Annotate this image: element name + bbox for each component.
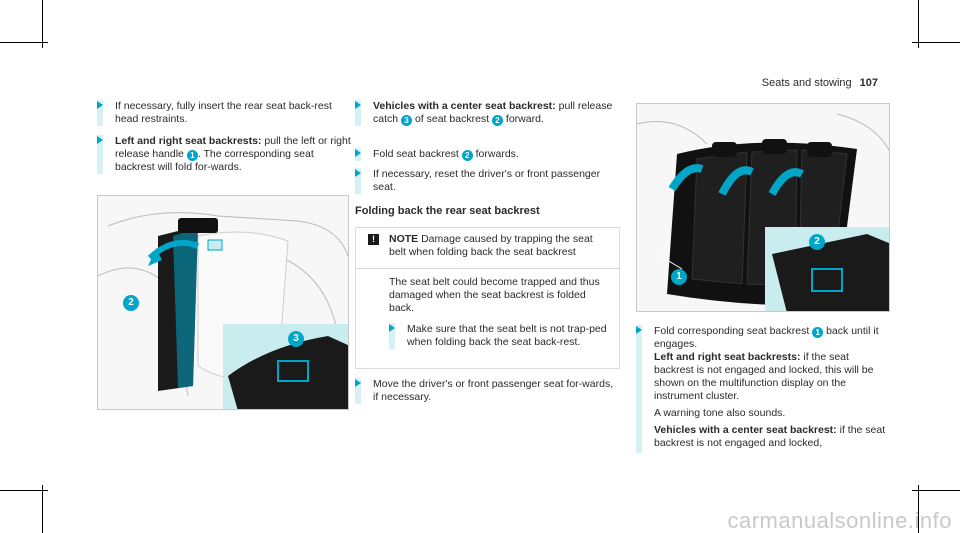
step-text: if the seat backrest is not engaged and … xyxy=(654,424,886,449)
crop-mark xyxy=(0,490,48,491)
bullet-arrow-icon xyxy=(355,169,361,177)
callout-badge: 1 xyxy=(812,327,824,338)
callout-badge: 2 xyxy=(492,115,503,126)
section-name: Seats and stowing xyxy=(761,77,852,89)
bullet-arrow-icon xyxy=(355,101,361,109)
page-header: Seats and stowing 107 xyxy=(762,77,878,90)
step-text: pull the left or right release handle xyxy=(115,135,351,160)
note-title: NOTE Damage caused by trapping the seat … xyxy=(389,233,609,259)
step-text: Move the driver's or front passenger sea… xyxy=(373,378,614,403)
step-text: of seat backrest xyxy=(414,113,490,125)
warning-icon: ! xyxy=(368,234,379,245)
note-body: The seat belt could become trapped and t… xyxy=(389,276,600,314)
figure-rear-seat-release: 2 3 xyxy=(97,195,349,410)
step-text: Fold seat backrest xyxy=(373,148,459,160)
bullet-arrow-icon xyxy=(97,136,103,144)
crop-mark xyxy=(918,0,919,48)
seat-illustration xyxy=(637,104,889,311)
step-text: . The corresponding seat backrest will f… xyxy=(115,148,314,173)
step-text: Make sure that the seat belt is not trap… xyxy=(407,323,607,348)
step-text: back until it engages. xyxy=(654,325,879,350)
callout-badge: 2 xyxy=(809,234,825,250)
bullet-arrow-icon xyxy=(389,324,395,332)
note-title-text: Damage caused by trapping the seat belt … xyxy=(389,233,593,258)
step-text: Fold corresponding seat backrest xyxy=(654,325,810,337)
note-header: ! NOTE Damage caused by trapping the sea… xyxy=(356,228,619,269)
instruction-step: Vehicles with a center seat backrest: pu… xyxy=(355,100,620,126)
bullet-arrow-icon xyxy=(636,326,642,334)
callout-badge: 2 xyxy=(123,295,139,311)
crop-mark xyxy=(42,485,43,533)
step-text: forwards. xyxy=(475,148,519,160)
callout-badge: 2 xyxy=(461,150,473,161)
note-label: NOTE xyxy=(389,233,419,245)
instruction-step: Fold corresponding seat backrest 1 back … xyxy=(636,325,890,453)
step-text: forward. xyxy=(505,113,544,125)
crop-mark xyxy=(42,0,43,48)
callout-badge: 1 xyxy=(671,269,687,285)
instruction-step: If necessary, fully insert the rear seat… xyxy=(97,100,352,126)
crop-mark xyxy=(912,42,960,43)
step-heading: Left and right seat backrests: xyxy=(115,135,262,147)
step-heading: Vehicles with a center seat backrest: xyxy=(373,100,556,112)
bullet-arrow-icon xyxy=(355,379,361,387)
page-number: 107 xyxy=(859,77,878,89)
callout-badge: 1 xyxy=(186,150,198,161)
bullet-arrow-icon xyxy=(97,101,103,109)
step-heading: Vehicles with a center seat backrest: xyxy=(654,424,837,436)
crop-mark xyxy=(918,485,919,533)
callout-badge: 3 xyxy=(288,331,304,347)
step-text: if the seat backrest is not engaged and … xyxy=(654,351,874,402)
instruction-step: Left and right seat backrests: pull the … xyxy=(97,135,352,174)
seat-illustration xyxy=(98,196,348,409)
section-heading: Folding back the rear seat backrest xyxy=(355,205,540,217)
instruction-step: Fold seat backrest 2 forwards. xyxy=(355,148,620,161)
step-text: If necessary, fully insert the rear seat… xyxy=(115,100,332,125)
step-text: pull release catch xyxy=(373,100,613,125)
figure-rear-seat-fold: 2 1 xyxy=(636,103,890,312)
crop-mark xyxy=(0,42,48,43)
note-box: ! NOTE Damage caused by trapping the sea… xyxy=(355,227,620,369)
bullet-arrow-icon xyxy=(355,149,361,157)
note-step: Make sure that the seat belt is not trap… xyxy=(389,323,614,349)
crop-mark xyxy=(912,490,960,491)
step-text: A warning tone also sounds. xyxy=(654,407,786,419)
step-text: If necessary, reset the driver's or fron… xyxy=(373,168,601,193)
instruction-step: Move the driver's or front passenger sea… xyxy=(355,378,620,404)
callout-badge: 3 xyxy=(401,115,413,126)
instruction-step: If necessary, reset the driver's or fron… xyxy=(355,168,620,194)
watermark: carmanualsonline.info xyxy=(727,508,952,533)
step-heading: Left and right seat backrests: xyxy=(654,351,801,363)
